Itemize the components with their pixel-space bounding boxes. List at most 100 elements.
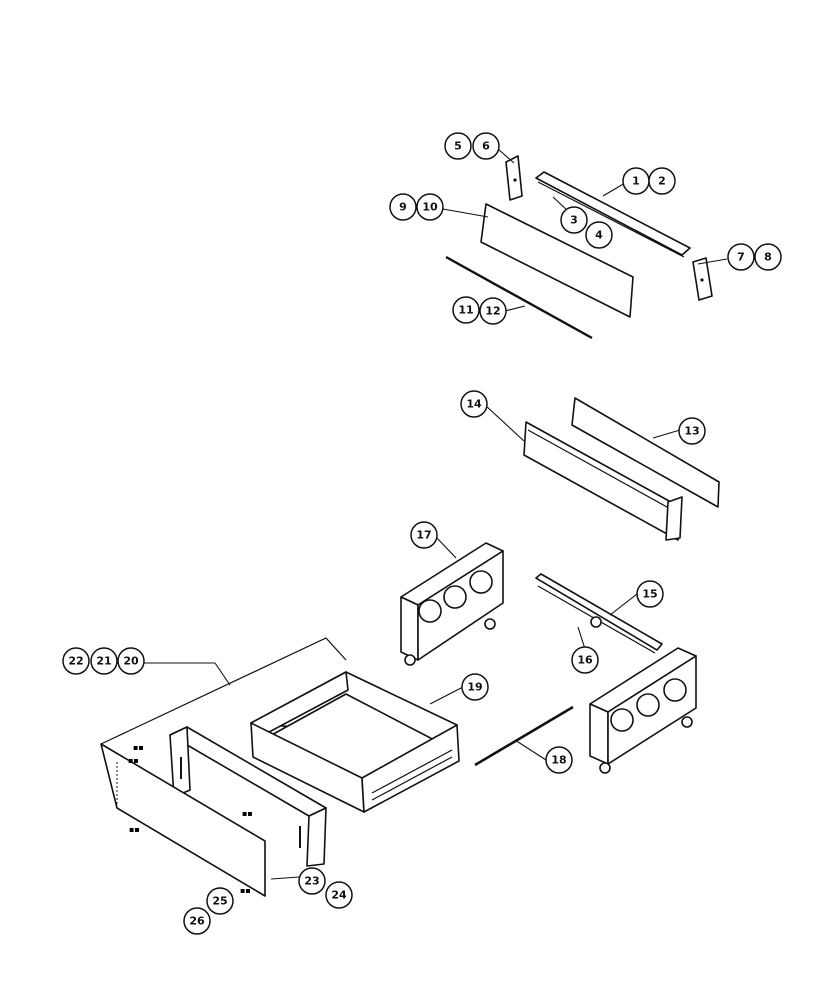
callout-3: 3 (560, 206, 588, 234)
drawer-rail (535, 573, 663, 654)
rod-18 (474, 705, 574, 767)
svg-text:20: 20 (123, 655, 139, 668)
screw: ▪▪ (133, 743, 144, 752)
bracket-hole (700, 278, 704, 282)
drawer-slot (371, 749, 453, 794)
callout-19: 19 (461, 673, 489, 701)
callout-14: 14 (460, 390, 488, 418)
svg-text:13: 13 (684, 425, 699, 438)
drawer-front-assembly: ▪▪ ▪▪ ▪▪ ▪▪ ▪▪ (100, 637, 347, 897)
callout-12: 12 (479, 297, 507, 325)
drawer-19 (250, 671, 460, 813)
frame-slot (299, 826, 301, 848)
callout-25: 25 (206, 887, 234, 915)
callout-4: 4 (585, 221, 613, 249)
screw: ▪▪ (129, 825, 140, 834)
top-trim-rail (535, 171, 691, 256)
screw: ▪▪ (242, 809, 253, 818)
svg-text:2: 2 (658, 175, 666, 188)
callout-18: 18 (545, 746, 573, 774)
svg-text:4: 4 (595, 229, 603, 242)
leveler-foot (484, 618, 496, 630)
svg-text:11: 11 (458, 304, 473, 317)
leveler-foot (681, 716, 693, 728)
side-panel-face (589, 703, 609, 765)
frame-right-leg (306, 807, 327, 867)
right-side-panel (589, 647, 697, 774)
side-hole (610, 708, 634, 732)
trim-rod (445, 255, 593, 340)
svg-text:3: 3 (570, 214, 578, 227)
drawer-slot (371, 756, 453, 801)
leader-lines (144, 148, 728, 880)
svg-text:10: 10 (422, 201, 438, 214)
left-bracket (505, 155, 523, 201)
svg-text:7: 7 (737, 251, 745, 264)
backguard-panel (480, 203, 634, 318)
svg-text:15: 15 (642, 588, 657, 601)
leveler-foot (404, 654, 416, 666)
svg-text:17: 17 (416, 529, 431, 542)
callout-8: 8 (754, 243, 782, 271)
callout-5: 5 (444, 132, 472, 160)
left-side-panel (400, 542, 504, 666)
frame-slot (180, 757, 182, 779)
callout-6: 6 (472, 132, 500, 160)
assembly-outline (100, 637, 347, 745)
screw: ▪▪ (128, 756, 139, 765)
trim-assembly (445, 155, 713, 340)
panel-14-end (665, 496, 683, 541)
panel-13 (571, 397, 720, 508)
side-panel-17-face (400, 596, 419, 661)
svg-text:16: 16 (577, 654, 593, 667)
rail-15 (535, 573, 663, 651)
screw: ▪▪ (240, 886, 251, 895)
rear-panels (523, 397, 720, 541)
bracket-hole (513, 178, 517, 182)
svg-text:18: 18 (551, 754, 566, 767)
svg-text:19: 19 (467, 681, 482, 694)
callout-17: 17 (410, 521, 438, 549)
side-hole (469, 570, 493, 594)
side-hole (636, 693, 660, 717)
callout-9: 9 (389, 193, 417, 221)
callout-13: 13 (678, 417, 706, 445)
callout-10: 10 (416, 193, 444, 221)
svg-text:25: 25 (212, 895, 227, 908)
callout-16: 16 (571, 646, 599, 674)
rail-edge (537, 181, 685, 258)
drawer-front-panel (100, 743, 266, 897)
callout-22: 22 (62, 647, 90, 675)
svg-text:12: 12 (485, 305, 500, 318)
callout-23: 23 (298, 867, 326, 895)
callout-7: 7 (727, 243, 755, 271)
callout-1: 1 (622, 167, 650, 195)
svg-text:26: 26 (189, 915, 205, 928)
roller-16 (590, 616, 602, 628)
svg-text:22: 22 (68, 655, 83, 668)
callout-11: 11 (452, 296, 480, 324)
callout-15: 15 (636, 580, 664, 608)
side-hole (443, 585, 467, 609)
svg-text:6: 6 (482, 140, 490, 153)
svg-text:14: 14 (466, 398, 482, 411)
svg-text:8: 8 (764, 251, 772, 264)
leveler-foot (599, 762, 611, 774)
svg-text:21: 21 (96, 655, 111, 668)
svg-text:23: 23 (304, 875, 319, 888)
svg-text:1: 1 (632, 175, 640, 188)
panel-14 (523, 421, 681, 541)
svg-text:5: 5 (454, 140, 462, 153)
side-hole (663, 678, 687, 702)
drawer-right (361, 724, 460, 813)
panel-edge (527, 429, 677, 513)
callout-2: 2 (648, 167, 676, 195)
callout-21: 21 (90, 647, 118, 675)
callout-20: 20 (117, 647, 145, 675)
svg-text:9: 9 (399, 201, 407, 214)
callout-26: 26 (183, 907, 211, 935)
svg-text:24: 24 (331, 889, 347, 902)
callout-24: 24 (325, 881, 353, 909)
